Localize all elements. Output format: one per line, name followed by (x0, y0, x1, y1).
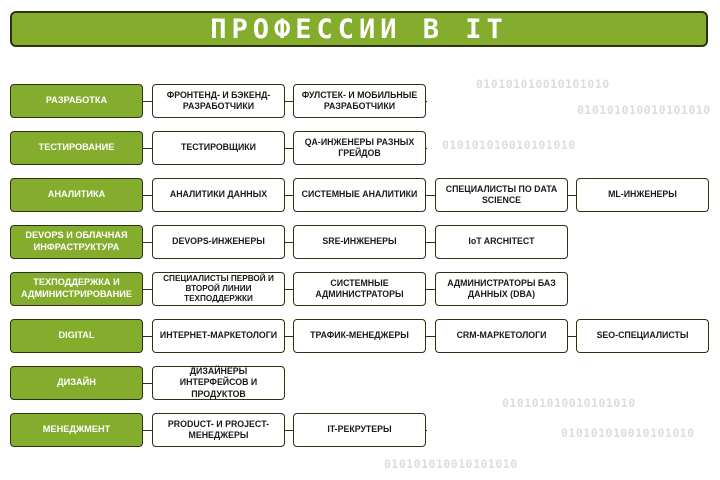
row-connector (143, 336, 709, 337)
row-design: ДИЗАЙН ДИЗАЙНЕРЫ ИНТЕРФЕЙСОВ И ПРОДУКТОВ (10, 366, 290, 400)
binary-decoration: 010101010010101010 (384, 457, 518, 471)
category-devops: DEVOPS И ОБЛАЧНАЯ ИНФРАСТРУКТУРА (10, 225, 143, 259)
binary-decoration: 010101010010101010 (442, 138, 576, 152)
binary-decoration: 010101010010101010 (476, 77, 610, 91)
profession-cell: SRE-ИНЖЕНЕРЫ (293, 225, 426, 259)
profession-cell: CRM-МАРКЕТОЛОГИ (435, 319, 568, 353)
profession-cell: АДМИНИСТРАТОРЫ БАЗ ДАННЫХ (DBA) (435, 272, 568, 306)
category-digital: DIGITAL (10, 319, 143, 353)
row-analytics: АНАЛИТИКА АНАЛИТИКИ ДАННЫХ СИСТЕМНЫЕ АНА… (10, 178, 712, 212)
profession-cell: АНАЛИТИКИ ДАННЫХ (152, 178, 285, 212)
row-connector (143, 101, 427, 102)
category-support: ТЕХПОДДЕРЖКА И АДМИНИСТРИРОВАНИЕ (10, 272, 143, 306)
binary-decoration: 010101010010101010 (561, 426, 695, 440)
profession-cell: ФРОНТЕНД- И БЭКЕНД-РАЗРАБОТЧИКИ (152, 84, 285, 118)
profession-cell: ML-ИНЖЕНЕРЫ (576, 178, 709, 212)
row-development: РАЗРАБОТКА ФРОНТЕНД- И БЭКЕНД-РАЗРАБОТЧИ… (10, 84, 430, 118)
title-banner: ПРОФЕССИИ В IT (10, 11, 708, 47)
category-testing: ТЕСТИРОВАНИЕ (10, 131, 143, 165)
binary-decoration: 010101010010101010 (502, 396, 636, 410)
profession-cell: ИНТЕРНЕТ-МАРКЕТОЛОГИ (152, 319, 285, 353)
profession-cell: QA-ИНЖЕНЕРЫ РАЗНЫХ ГРЕЙДОВ (293, 131, 426, 165)
row-testing: ТЕСТИРОВАНИЕ ТЕСТИРОВЩИКИ QA-ИНЖЕНЕРЫ РА… (10, 131, 430, 165)
profession-cell: PRODUCT- И PROJECT-МЕНЕДЖЕРЫ (152, 413, 285, 447)
profession-cell: IT-РЕКРУТЕРЫ (293, 413, 426, 447)
profession-cell: СПЕЦИАЛИСТЫ ПЕРВОЙ И ВТОРОЙ ЛИНИИ ТЕХПОД… (152, 272, 285, 306)
page-title: ПРОФЕССИИ В IT (210, 13, 508, 45)
profession-cell: IoT ARCHITECT (435, 225, 568, 259)
profession-cell: ТЕСТИРОВЩИКИ (152, 131, 285, 165)
category-design: ДИЗАЙН (10, 366, 143, 400)
profession-cell: СИСТЕМНЫЕ АНАЛИТИКИ (293, 178, 426, 212)
profession-cell: ФУЛСТЕК- И МОБИЛЬНЫЕ РАЗРАБОТЧИКИ (293, 84, 426, 118)
profession-cell: СИСТЕМНЫЕ АДМИНИСТРАТОРЫ (293, 272, 426, 306)
profession-cell: SEO-СПЕЦИАЛИСТЫ (576, 319, 709, 353)
profession-cell: ТРАФИК-МЕНЕДЖЕРЫ (293, 319, 426, 353)
row-connector (143, 430, 427, 431)
profession-cell: ДИЗАЙНЕРЫ ИНТЕРФЕЙСОВ И ПРОДУКТОВ (152, 366, 285, 400)
row-connector (143, 148, 427, 149)
row-support: ТЕХПОДДЕРЖКА И АДМИНИСТРИРОВАНИЕ СПЕЦИАЛ… (10, 272, 570, 306)
row-connector (143, 195, 709, 196)
profession-cell: DEVOPS-ИНЖЕНЕРЫ (152, 225, 285, 259)
category-management: МЕНЕДЖМЕНТ (10, 413, 143, 447)
row-digital: DIGITAL ИНТЕРНЕТ-МАРКЕТОЛОГИ ТРАФИК-МЕНЕ… (10, 319, 712, 353)
row-devops: DEVOPS И ОБЛАЧНАЯ ИНФРАСТРУКТУРА DEVOPS-… (10, 225, 570, 259)
category-development: РАЗРАБОТКА (10, 84, 143, 118)
row-management: МЕНЕДЖМЕНТ PRODUCT- И PROJECT-МЕНЕДЖЕРЫ … (10, 413, 430, 447)
binary-decoration: 010101010010101010 (577, 103, 711, 117)
category-analytics: АНАЛИТИКА (10, 178, 143, 212)
profession-cell: СПЕЦИАЛИСТЫ ПО DATA SCIENCE (435, 178, 568, 212)
